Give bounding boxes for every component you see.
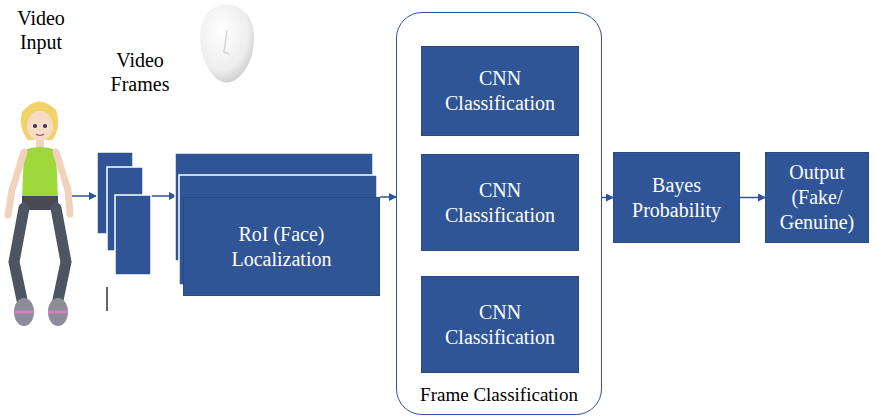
box-label: Output (Fake/ Genuine) — [774, 160, 860, 235]
flow-arrow — [72, 195, 96, 197]
box-label: CNN Classification — [430, 300, 570, 350]
group-label: Frame Classification — [397, 384, 601, 406]
process-box: CNN Classification — [421, 154, 579, 251]
process-box: RoI (Face) Localization — [183, 197, 380, 296]
tick-mark — [106, 287, 107, 311]
face-mask — [200, 4, 254, 83]
box-label: RoI (Face) Localization — [192, 222, 371, 272]
flow-arrow — [151, 195, 176, 197]
output-box: Output (Fake/ Genuine) — [765, 152, 869, 243]
flow-arrow — [602, 197, 613, 199]
flow-arrow — [740, 197, 765, 199]
box-label: CNN Classification — [430, 178, 570, 228]
box-label: Bayes Probability — [622, 173, 731, 223]
caption-label: Video Frames — [100, 48, 180, 96]
process-box: CNN Classification — [421, 276, 579, 373]
video-frames — [97, 152, 151, 275]
caption-label: Video Input — [2, 6, 80, 54]
person-avatar — [8, 101, 70, 326]
flow-arrow — [380, 196, 396, 198]
group-box: Frame ClassificationCNN ClassificationCN… — [396, 12, 602, 415]
box-label: CNN Classification — [430, 66, 570, 116]
process-box: Bayes Probability — [613, 152, 740, 243]
process-box: CNN Classification — [421, 46, 579, 136]
